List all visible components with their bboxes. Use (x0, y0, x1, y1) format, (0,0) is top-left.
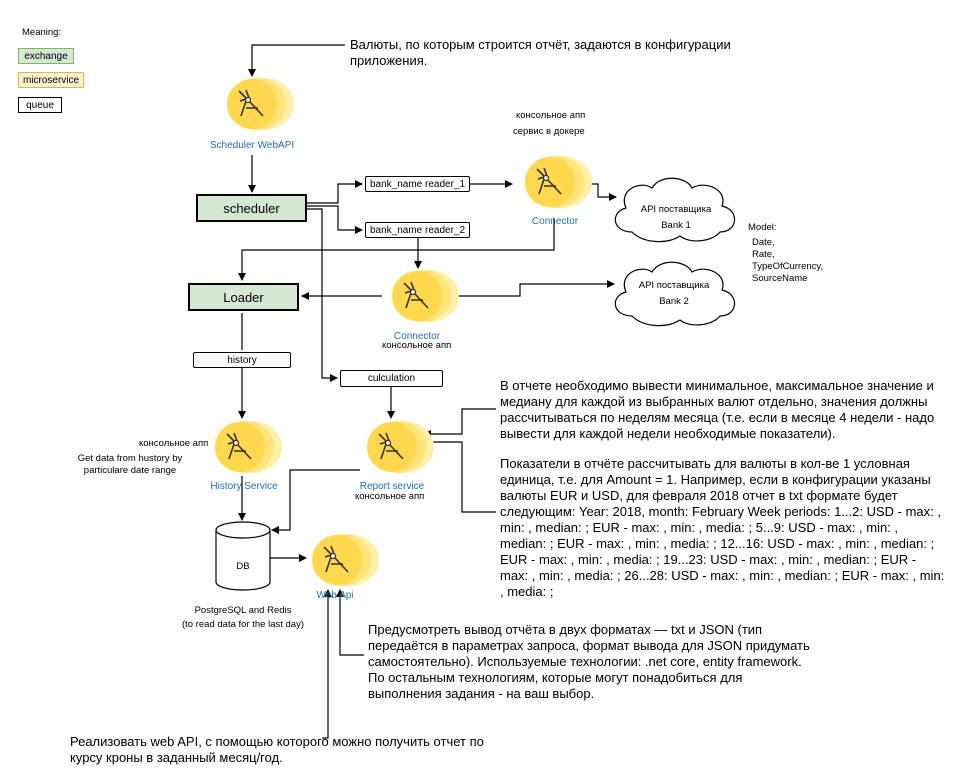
scheduler-webapi-icon (227, 78, 294, 130)
connector-2-icon (392, 270, 459, 322)
loader-exchange: Loader (188, 283, 299, 311)
reader-1-queue: bank_name reader_1 (365, 176, 470, 192)
bank-1-cloud (614, 177, 736, 243)
edge-connector2-to-bank2 (452, 280, 615, 297)
note-formats: Предусмотреть вывод отчёта в двух формат… (368, 622, 810, 701)
bank-2-text: API поставщика Bank 2 (638, 280, 710, 307)
connector-2-label: Connector (393, 331, 441, 342)
history-service-label: History Service (210, 481, 278, 492)
edge-connector1-to-loader (238, 218, 555, 281)
edge-formats-to-webapi (336, 589, 364, 656)
note-web-api-goal: Реализовать web API, с помощью которого … (70, 734, 484, 765)
model-description: Model: Date, Rate, TypeOfCurrency, Sourc… (748, 222, 824, 284)
culculation-queue: culculation (340, 370, 443, 387)
connector-1-label: Connector (531, 216, 579, 227)
web-api-label: Web Api (316, 590, 354, 601)
connector-2-note: консольное апп (382, 340, 452, 351)
bank-2-cloud (614, 261, 736, 327)
note-report-values: В отчете необходимо вывести минимальное,… (500, 378, 935, 441)
scheduler-exchange: scheduler (196, 194, 307, 222)
edge-config-to-scheduler-webapi (248, 44, 345, 77)
db-cylinder (215, 521, 271, 591)
legend-microservice: microservice (18, 72, 84, 88)
report-service-label: Report service (359, 481, 425, 492)
edge-report-to-db (271, 469, 360, 534)
connector-1-note-docker: сервис в докере (513, 126, 585, 137)
scheduler-webapi-label: Scheduler WebAPI (209, 140, 295, 151)
report-service-icon (367, 421, 434, 473)
legend-exchange: exchange (18, 48, 74, 64)
edge-note1-to-report (423, 408, 496, 438)
note-config: Валюты, по которым строится отчёт, задаю… (350, 37, 731, 68)
history-service-icon (215, 421, 282, 473)
reader-2-queue: bank_name reader_2 (365, 222, 470, 238)
edge-scheduler-to-culculation (307, 208, 338, 382)
history-queue: history (193, 352, 291, 368)
history-service-desc: Get data from hustory by particulare dat… (77, 453, 183, 476)
bank-1-text: API поставщика Bank 1 (640, 204, 712, 231)
edge-scheduler-to-reader2 (307, 205, 363, 234)
web-api-icon (312, 534, 379, 586)
db-desc: PostgreSQL and Redis (to read data for t… (182, 605, 304, 630)
edge-goal-to-webapi (322, 589, 332, 739)
edge-note2-to-report (423, 438, 496, 513)
report-service-note: консольное апп (355, 491, 425, 502)
connector-1-note-console: консольное апп (516, 110, 586, 121)
history-service-note: консольное апп (139, 438, 209, 449)
legend-queue: queue (18, 97, 62, 113)
legend-title: Meaning: (22, 27, 62, 38)
note-report-amount: Показатели в отчёте рассчитывать для вал… (500, 456, 945, 599)
edge-scheduler-to-reader1 (307, 180, 363, 204)
connector-1-icon (525, 156, 592, 208)
db-label: DB (236, 561, 250, 572)
